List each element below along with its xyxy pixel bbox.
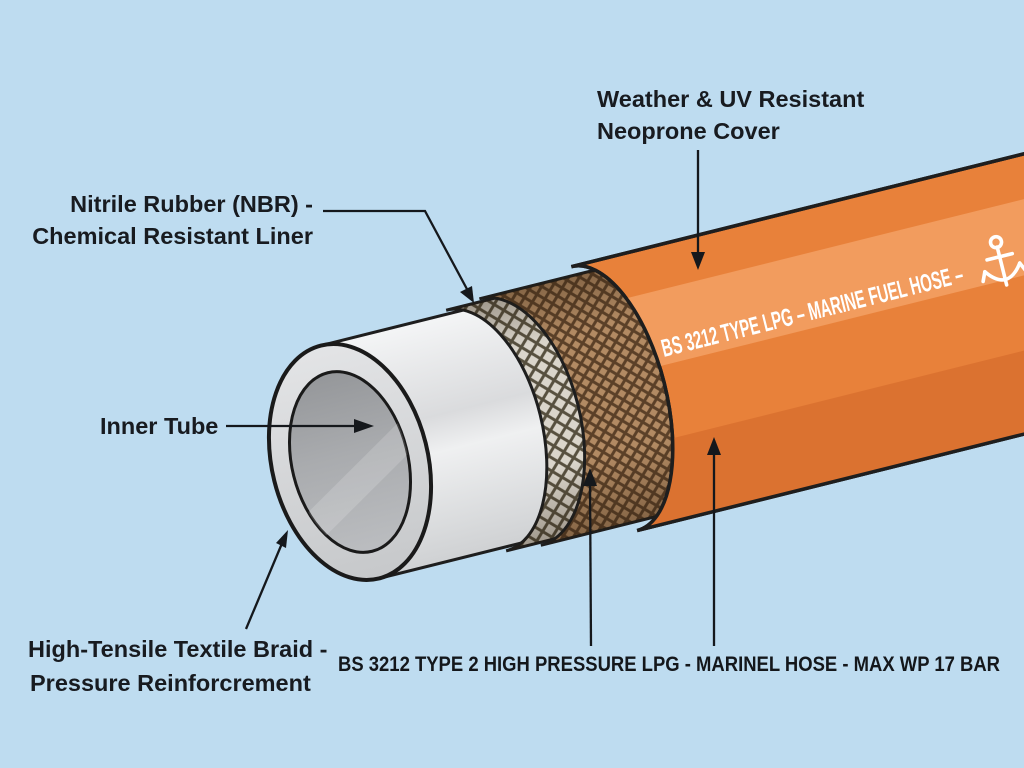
cover-shadow-band (603, 290, 1024, 531)
tube-bore (287, 370, 413, 554)
leader-liner (323, 209, 470, 292)
hose-group: BS 3212 TYPE LPG – MARINE FUEL HOSE – (266, 105, 1024, 582)
cover-highlight-band (571, 148, 1024, 385)
cover-outline (570, 105, 1024, 533)
arrowhead-cover (691, 252, 705, 270)
arrowhead-inner-tube (354, 419, 374, 433)
label-liner-line1: Nitrile Rubber (NBR) - (70, 191, 313, 217)
label-braid-line1: High-Tensile Textile Braid - (28, 636, 327, 662)
anchor-icon (981, 234, 1024, 287)
label-braid-line2: Pressure Reinforcrement (30, 670, 311, 696)
label-liner-line2: Chemical Resistant Liner (32, 223, 313, 249)
caption-text: BS 3212 TYPE 2 HIGH PRESSURE LPG - MARIN… (338, 653, 1000, 676)
arrowhead-caption-braid (583, 468, 597, 486)
label-cover-line2: Neoprone Cover (597, 118, 780, 144)
leader-caption-braid (588, 481, 593, 647)
arrowhead-liner (460, 286, 474, 303)
leader-braid (244, 540, 285, 630)
arrowhead-braid (276, 530, 288, 548)
arrowhead-caption-cover (707, 437, 721, 455)
label-cover-line1: Weather & UV Resistant (597, 86, 864, 112)
label-inner-tube: Inner Tube (100, 413, 218, 439)
bore-highlight (302, 417, 412, 552)
